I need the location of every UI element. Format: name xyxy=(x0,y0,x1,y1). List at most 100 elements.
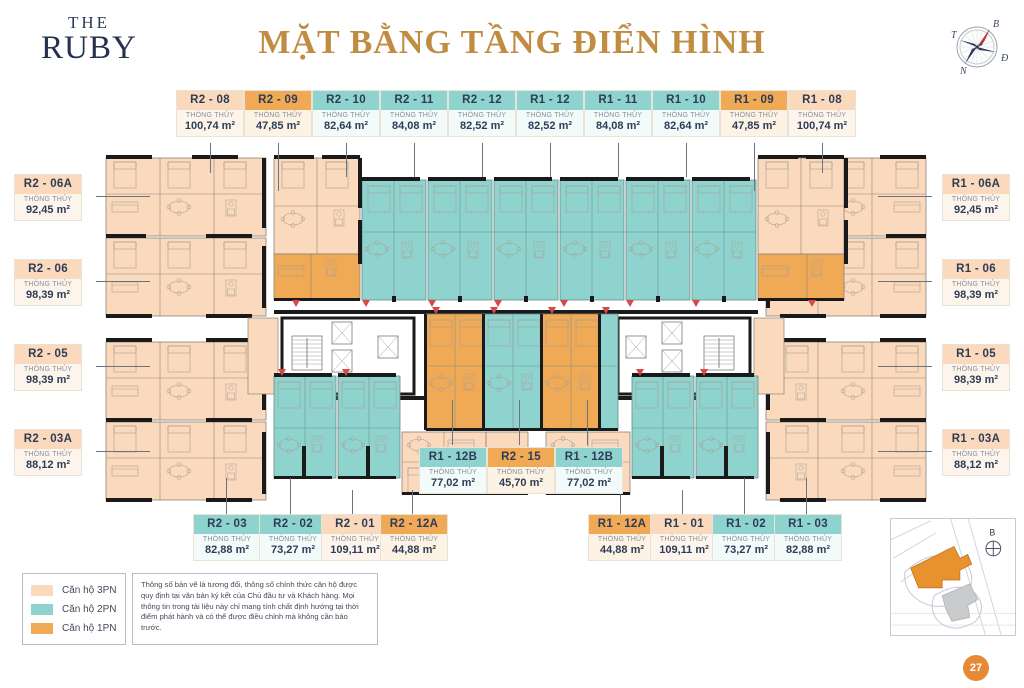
central-core-band xyxy=(247,307,785,431)
unit-code: R2 - 01 xyxy=(322,515,388,534)
unit-label-r1-12a[interactable]: R1 - 12A THÔNG THỦY 44,88 m² xyxy=(588,514,656,562)
unit-sub: THÔNG THỦY xyxy=(783,535,833,543)
leader-line xyxy=(550,143,551,177)
unit-area: 100,74 m² xyxy=(796,120,848,133)
leader-line xyxy=(878,366,932,367)
unit-label-r1-01[interactable]: R1 - 01 THÔNG THỦY 109,11 m² xyxy=(650,514,718,562)
unit-code: R1 - 02 xyxy=(713,515,779,534)
leader-line xyxy=(414,143,415,177)
unit-area: 84,08 m² xyxy=(391,120,437,133)
adjacent-building xyxy=(941,583,979,622)
unit-label-r1-12[interactable]: R1 - 12 THÔNG THỦY 82,52 m² xyxy=(516,90,584,138)
unit-label-r2-02[interactable]: R2 - 02 THÔNG THỦY 73,27 m² xyxy=(259,514,327,562)
unit-code: R1 - 03 xyxy=(775,515,841,534)
unit-area: 92,45 m² xyxy=(25,204,71,217)
leader-line xyxy=(96,451,150,452)
compass-east-label: Đ xyxy=(1000,53,1009,64)
unit-sub: THÔNG THỦY xyxy=(661,111,711,119)
unit-label-r2-05[interactable]: R2 - 05 THÔNG THỦY 98,39 m² xyxy=(14,344,82,392)
unit-code: R2 - 08 xyxy=(177,91,243,110)
unit-area: 92,45 m² xyxy=(953,204,999,217)
leader-line xyxy=(278,143,279,191)
unit-label-r2-06[interactable]: R2 - 06 THÔNG THỦY 98,39 m² xyxy=(14,259,82,307)
unit-code: R1 - 06A xyxy=(943,175,1009,194)
unit-label-r2-09[interactable]: R2 - 09 THÔNG THỦY 47,85 m² xyxy=(244,90,312,138)
unit-sub: THÔNG THỦY xyxy=(951,280,1001,288)
wing-left xyxy=(105,155,267,502)
unit-label-r2-01[interactable]: R2 - 01 THÔNG THỦY 109,11 m² xyxy=(321,514,389,562)
unit-label-r1-12b-left[interactable]: R1 - 12B THÔNG THỦY 77,02 m² xyxy=(419,447,487,495)
unit-area: 47,85 m² xyxy=(255,120,301,133)
unit-label-r1-11[interactable]: R1 - 11 THÔNG THỦY 84,08 m² xyxy=(584,90,652,138)
unit-label-r1-12b-right[interactable]: R1 - 12B THÔNG THỦY 77,02 m² xyxy=(555,447,623,495)
unit-code: R1 - 11 xyxy=(585,91,651,110)
unit-label-r2-11[interactable]: R2 - 11 THÔNG THỦY 84,08 m² xyxy=(380,90,448,138)
unit-label-r1-03[interactable]: R1 - 03 THÔNG THỦY 82,88 m² xyxy=(774,514,842,562)
leader-line xyxy=(744,478,745,514)
leader-line xyxy=(682,490,683,514)
unit-sub: THÔNG THỦY xyxy=(659,535,709,543)
leader-line xyxy=(96,366,150,367)
page-number-badge: 27 xyxy=(963,655,989,681)
unit-code: R2 - 06A xyxy=(15,175,81,194)
unit-sub: THÔNG THỦY xyxy=(428,468,478,476)
legend-item-3pn: Căn hộ 3PN xyxy=(31,581,117,600)
unit-code: R1 - 05 xyxy=(943,345,1009,364)
unit-area: 82,64 m² xyxy=(323,120,369,133)
unit-area: 109,11 m² xyxy=(659,544,709,557)
legend-label-2pn: Căn hộ 2PN xyxy=(62,604,117,615)
compass-north-label: B xyxy=(993,19,999,30)
leader-line xyxy=(686,143,687,177)
unit-label-r1-03a[interactable]: R1 - 03A THÔNG THỦY 88,12 m² xyxy=(942,429,1010,477)
unit-area: 73,27 m² xyxy=(270,544,316,557)
unit-sub: THÔNG THỦY xyxy=(525,111,575,119)
disclaimer-text: Thông số bản vẽ là tương đối, thông số c… xyxy=(141,580,359,633)
leader-line xyxy=(96,196,150,197)
unit-sub: THÔNG THỦY xyxy=(23,195,73,203)
compass-south-label: N xyxy=(959,66,968,77)
unit-code: R1 - 12B xyxy=(556,448,622,467)
legend-swatch-1pn xyxy=(31,623,53,634)
legend-item-2pn: Căn hộ 2PN xyxy=(31,600,117,619)
unit-area: 45,70 m² xyxy=(498,477,544,490)
leader-line xyxy=(482,143,483,177)
unit-label-r2-12a[interactable]: R2 - 12A THÔNG THỦY 44,88 m² xyxy=(380,514,448,562)
unit-code: R2 - 02 xyxy=(260,515,326,534)
unit-sub: THÔNG THỦY xyxy=(951,450,1001,458)
leader-line xyxy=(806,478,807,514)
legend-swatch-3pn xyxy=(31,585,53,596)
unit-sub: THÔNG THỦY xyxy=(202,535,252,543)
unit-label-r1-06[interactable]: R1 - 06 THÔNG THỦY 98,39 m² xyxy=(942,259,1010,307)
unit-label-r2-06a[interactable]: R2 - 06A THÔNG THỦY 92,45 m² xyxy=(14,174,82,222)
unit-code: R1 - 09 xyxy=(721,91,787,110)
unit-label-r1-09[interactable]: R1 - 09 THÔNG THỦY 47,85 m² xyxy=(720,90,788,138)
unit-label-r1-10[interactable]: R1 - 10 THÔNG THỦY 82,64 m² xyxy=(652,90,720,138)
unit-label-r1-08[interactable]: R1 - 08 THÔNG THỦY 100,74 m² xyxy=(788,90,856,138)
unit-label-r2-15[interactable]: R2 - 15 THÔNG THỦY 45,70 m² xyxy=(487,447,555,495)
unit-label-r2-12[interactable]: R2 - 12 THÔNG THỦY 82,52 m² xyxy=(448,90,516,138)
unit-label-r2-03[interactable]: R2 - 03 THÔNG THỦY 82,88 m² xyxy=(193,514,261,562)
unit-label-r1-05[interactable]: R1 - 05 THÔNG THỦY 98,39 m² xyxy=(942,344,1010,392)
unit-area: 84,08 m² xyxy=(595,120,641,133)
unit-sub: THÔNG THỦY xyxy=(185,111,235,119)
unit-sub: THÔNG THỦY xyxy=(457,111,507,119)
unit-label-r1-02[interactable]: R1 - 02 THÔNG THỦY 73,27 m² xyxy=(712,514,780,562)
unit-area: 98,39 m² xyxy=(953,374,999,387)
unit-code: R2 - 09 xyxy=(245,91,311,110)
unit-area: 47,85 m² xyxy=(731,120,777,133)
leader-line xyxy=(346,143,347,177)
unit-label-r2-03a[interactable]: R2 - 03A THÔNG THỦY 88,12 m² xyxy=(14,429,82,477)
unit-sub: THÔNG THỦY xyxy=(593,111,643,119)
unit-sub: THÔNG THỦY xyxy=(951,365,1001,373)
brand-line-2: RUBY xyxy=(41,30,137,66)
unit-area: 88,12 m² xyxy=(953,459,999,472)
unit-label-r2-10[interactable]: R2 - 10 THÔNG THỦY 82,64 m² xyxy=(312,90,380,138)
unit-area: 100,74 m² xyxy=(184,120,236,133)
unit-code: R1 - 12B xyxy=(420,448,486,467)
unit-label-r2-08[interactable]: R2 - 08 THÔNG THỦY 100,74 m² xyxy=(176,90,244,138)
unit-area: 44,88 m² xyxy=(599,544,645,557)
unit-label-r1-06a[interactable]: R1 - 06A THÔNG THỦY 92,45 m² xyxy=(942,174,1010,222)
unit-code: R1 - 03A xyxy=(943,430,1009,449)
unit-area: 82,88 m² xyxy=(785,544,831,557)
